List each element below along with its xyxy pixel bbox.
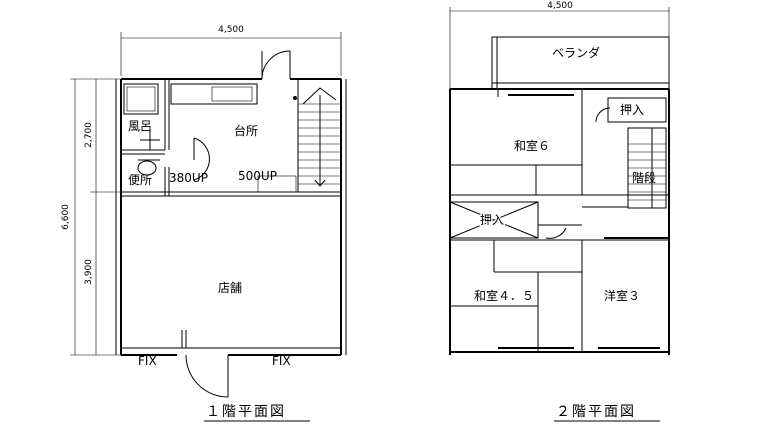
floor1-room-bath: 風呂 <box>128 119 152 133</box>
floor1-label-500up: 500UP <box>238 169 277 183</box>
floor1-room-toilet: 便所 <box>128 173 152 187</box>
floor2-title: ２階平面図 <box>556 404 636 420</box>
floor1-room-shop: 店舗 <box>218 281 242 295</box>
floor2-room-youshitsu3: 洋室３ <box>604 288 640 303</box>
floor1-dim-total-height: 6,600 <box>61 204 71 230</box>
floor1-plan: 4,500 6,600 2,700 3,900 <box>61 25 347 422</box>
floor2-room-washitsu6: 和室６ <box>514 138 550 153</box>
floor2-dim-width: 4,500 <box>547 1 573 11</box>
floor1-title: １階平面図 <box>206 404 286 420</box>
floor1-room-kitchen: 台所 <box>234 123 258 138</box>
floor2-room-stairs: 階段 <box>632 170 656 185</box>
floor2-room-veranda: ベランダ <box>552 45 600 60</box>
floor2-plan: 4,500 ベランダ 和室６ 押入 <box>449 1 670 422</box>
floor1-label-fix-left: FIX <box>138 354 157 368</box>
floor1-dim-width: 4,500 <box>218 25 244 35</box>
floor1-dim-lower: 3,900 <box>84 259 94 285</box>
floor1-label-fix-right: FIX <box>272 354 291 368</box>
floor2-room-oshiire-mid: 押入 <box>480 213 504 227</box>
floor1-label-380up: 380UP <box>169 171 208 185</box>
floor1-dim-upper: 2,700 <box>84 122 94 148</box>
floor2-room-oshiire-top: 押入 <box>620 103 644 117</box>
floor2-room-washitsu45: 和室４．５ <box>474 288 534 303</box>
